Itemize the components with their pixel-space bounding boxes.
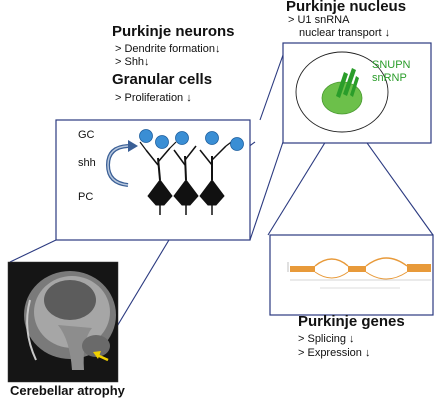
splicing-plot xyxy=(287,257,431,289)
purkinje-neurons-item-1: > Dendrite formation↓ xyxy=(115,43,221,55)
pc-label: PC xyxy=(78,191,94,203)
purkinje-nucleus-item-1: > U1 snRNA xyxy=(288,14,350,26)
granular-cells-item-1: > Proliferation ↓ xyxy=(115,92,192,104)
gc-label: GC xyxy=(78,129,95,141)
snupn-label: SNUPN xyxy=(372,59,411,71)
mri-arrow-icon xyxy=(93,351,109,362)
mri-caption: Cerebellar atrophy xyxy=(10,383,125,398)
snupn-arrows-icon xyxy=(336,68,359,98)
granule-cells xyxy=(139,129,244,151)
purkinje-nucleus-heading: Purkinje nucleus xyxy=(286,0,407,15)
purkinje-genes-item-2: > Expression ↓ xyxy=(298,347,371,359)
purkinje-neurons-heading: Purkinje neurons xyxy=(112,23,235,40)
mri-image xyxy=(7,261,119,383)
snrnp-label: snRNP xyxy=(372,72,407,84)
shh-arrow-icon xyxy=(105,140,138,187)
purkinje-cells xyxy=(139,139,235,215)
shh-label: shh xyxy=(78,157,96,169)
purkinje-nucleus-item-2: nuclear transport ↓ xyxy=(299,27,391,39)
splicing-box xyxy=(269,234,434,316)
granular-cells-heading: Granular cells xyxy=(112,71,213,88)
purkinje-genes-heading: Purkinje genes xyxy=(298,313,405,330)
purkinje-neurons-item-2: > Shh↓ xyxy=(115,56,150,68)
purkinje-genes-item-1: > Splicing ↓ xyxy=(298,333,355,345)
